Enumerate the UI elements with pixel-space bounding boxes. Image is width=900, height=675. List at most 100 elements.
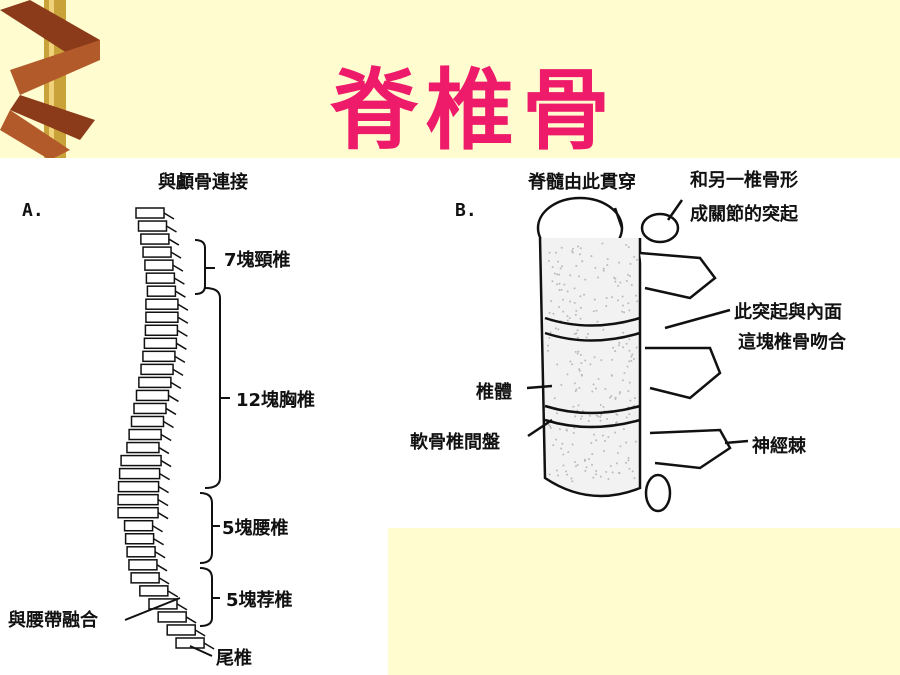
stipple-dot [581,375,583,377]
stipple-dot [565,470,567,472]
spinous-process [166,226,176,232]
stipple-dot [575,390,577,392]
stipple-dot [578,387,580,389]
spinous-process [160,474,170,480]
stipple-dot [549,473,551,475]
stipple-dot [625,244,627,246]
stipple-dot [561,289,563,291]
stipple-dot [597,415,599,417]
stipple-dot [557,475,559,477]
stipple-dot [574,382,576,384]
stipple-dot [630,360,632,362]
stipple-dot [631,284,633,286]
spinous-process [175,291,185,297]
stipple-dot [619,281,621,283]
stipple-dot [574,333,576,335]
stipple-dot [628,246,630,248]
stipple-dot [578,368,580,370]
page-title: 脊椎骨 [330,40,650,150]
stipple-dot [549,312,551,314]
spinous-process [186,617,196,623]
vertebra [134,403,166,413]
stipple-dot [570,478,572,480]
stipple-dot [628,350,630,352]
stipple-dot [575,310,577,312]
stipple-dot [583,294,585,296]
stipple-dot [584,360,586,362]
stipple-dot [633,256,635,258]
label-sacral: 5塊荐椎 [226,586,293,612]
spinous-process [177,604,187,610]
vertebra [138,221,166,231]
vertebra [145,325,177,335]
stipple-dot [603,268,605,270]
spinous-process [155,552,165,558]
stipple-dot [556,363,558,365]
stipple-dot [562,464,564,466]
stipple-dot [625,462,627,464]
stipple-dot [606,264,608,266]
stipple-dot [567,320,569,322]
stipple-dot [595,388,597,390]
stipple-dot [561,265,563,267]
stipple-dot [577,464,579,466]
blank-panel [388,528,900,675]
vertebra [121,456,161,466]
stipple-dot [621,311,623,313]
label-disc: 軟骨椎間盤 [410,428,500,454]
stipple-dot [580,247,582,249]
stipple-dot [569,361,571,363]
stipple-dot [600,404,602,406]
stipple-dot [581,260,583,262]
vertebra [126,534,154,544]
stipple-dot [555,327,557,329]
stipple-dot [602,329,604,331]
stipple-dot [595,310,597,312]
stipple-dot [587,333,589,335]
spinous-process [174,278,184,284]
vertebra [167,625,195,635]
stipple-dot [580,354,582,356]
panel-a-letter: A. [22,200,44,221]
stipple-dot [616,462,618,464]
stipple-dot [629,275,631,277]
vertebra [147,286,175,296]
stipple-dot [556,469,558,471]
spinous-process [153,526,163,532]
stipple-dot [552,444,554,446]
label-spinous-process: 神經棘 [752,432,806,458]
spinous-process [171,382,181,388]
vertebra [129,560,157,570]
stipple-dot [592,477,594,479]
stipple-dot [590,442,592,444]
stipple-dot [575,314,577,316]
vertebra [158,612,186,622]
stipple-dot [623,428,625,430]
stipple-dot [571,363,573,365]
stipple-dot [636,259,638,261]
stipple-dot [619,472,621,474]
stipple-dot [579,370,581,372]
stipple-dot [603,450,605,452]
stipple-dot [602,406,604,408]
stipple-dot [558,274,560,276]
label-cervical: 7塊頸椎 [224,246,291,272]
stipple-dot [569,274,571,276]
stipple-dot [604,388,606,390]
stipple-dot [613,277,615,279]
stipple-dot [550,427,552,429]
stipple-dot [586,466,588,468]
stipple-dot [578,275,580,277]
stipple-dot [584,470,586,472]
spinous-process [168,395,178,401]
stipple-dot [594,356,596,358]
stipple-dot [579,295,581,297]
stipple-dot [589,363,591,365]
stipple-dot [573,432,575,434]
stipple-dot [563,284,565,286]
stipple-dot [612,471,614,473]
stipple-dot [547,350,549,352]
stipple-dot [591,464,593,466]
stipple-dot [591,390,593,392]
stipple-dot [584,279,586,281]
